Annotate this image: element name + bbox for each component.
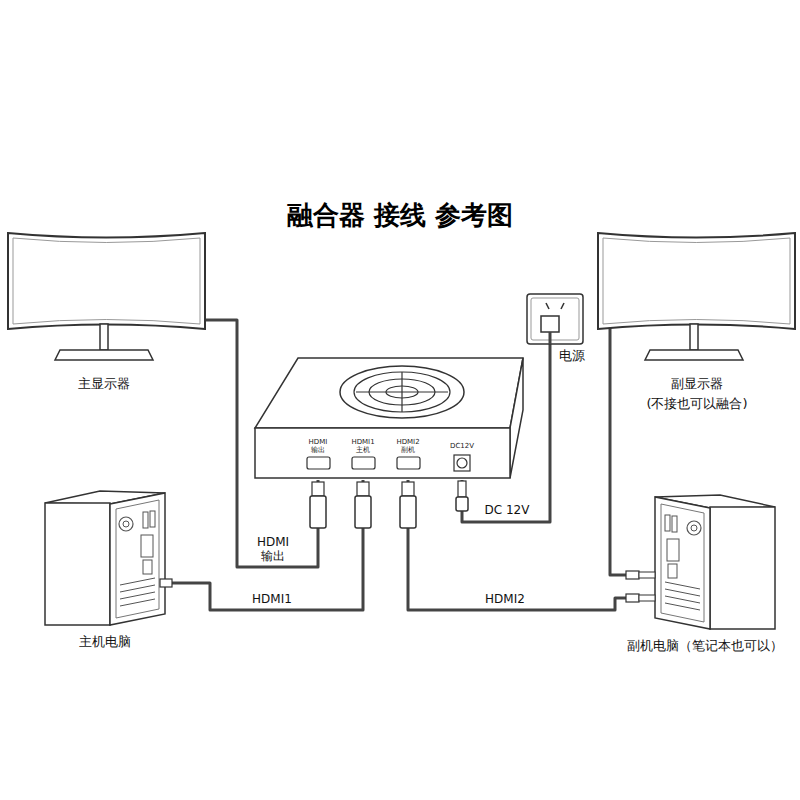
cable-plugs-part bbox=[402, 482, 414, 496]
wall-outlet-part bbox=[549, 332, 552, 344]
cable-label: HDMI2 bbox=[473, 593, 537, 607]
port-label: DC12V bbox=[449, 442, 475, 450]
wall-outlet-part bbox=[541, 316, 559, 332]
device-label: 电源 bbox=[559, 348, 585, 364]
fusion-box-part bbox=[457, 458, 467, 468]
device-label: 主机电脑 bbox=[79, 634, 131, 650]
secondary-pc: 副机电脑（笔记本也可以） bbox=[628, 495, 778, 635]
pc-plugs-part bbox=[626, 571, 639, 579]
fusion-box-part bbox=[401, 372, 402, 412]
cable-line bbox=[597, 320, 628, 575]
wall-outlet bbox=[527, 294, 583, 344]
wall-outlet-part bbox=[561, 303, 564, 309]
cable-label: HDMI 输出 bbox=[251, 536, 295, 564]
wall-outlet-part bbox=[546, 303, 549, 309]
secondary-monitor bbox=[598, 233, 795, 360]
fusion-box-part bbox=[340, 366, 464, 418]
cable-plugs-part bbox=[355, 496, 371, 528]
fusion-box-part bbox=[454, 455, 470, 471]
fusion-box-part bbox=[352, 457, 375, 469]
pc-plugs bbox=[160, 571, 655, 602]
cable-plugs-part bbox=[458, 481, 466, 497]
device-label: 主显示器 bbox=[78, 376, 130, 392]
device-label: 副机电脑（笔记本也可以） bbox=[627, 638, 783, 654]
cable bbox=[170, 480, 363, 610]
fusion-box bbox=[255, 358, 523, 478]
cable-plugs-part bbox=[357, 482, 369, 496]
port-label: HDMI 输出 bbox=[305, 438, 331, 454]
cable-line bbox=[170, 480, 363, 610]
secondary-monitor: 副显示器(不接也可以融合) bbox=[597, 228, 797, 363]
main-pc bbox=[45, 491, 165, 625]
pc-plugs-part bbox=[160, 579, 172, 587]
fusion-box-part bbox=[510, 358, 523, 478]
fusion-box-part bbox=[255, 428, 510, 478]
fusion-box-part bbox=[307, 457, 330, 469]
cable-plugs bbox=[310, 481, 468, 528]
diagram-title: 融合器 接线 参考图 bbox=[287, 198, 513, 233]
cable-label: DC 12V bbox=[475, 504, 539, 518]
pc-plugs-part bbox=[639, 595, 655, 601]
cable bbox=[597, 320, 628, 575]
fusion-box-part bbox=[397, 457, 420, 469]
cable-plugs-part bbox=[456, 497, 468, 511]
cable-plugs-part bbox=[310, 496, 326, 528]
cable bbox=[408, 480, 628, 610]
cable-plugs-part bbox=[312, 482, 324, 496]
wall-outlet: 电源 bbox=[525, 292, 585, 344]
device-label: 副显示器 bbox=[671, 376, 723, 392]
wall-outlet-part bbox=[531, 298, 579, 340]
fusion-box: HDMI 输出 HDMI1 主机 HDMI2 副机 DC12V bbox=[255, 356, 523, 480]
main-pc: 主机电脑 bbox=[45, 490, 170, 628]
cable-line bbox=[408, 480, 628, 610]
fusion-box-part bbox=[354, 372, 450, 412]
cable-plugs-part bbox=[400, 496, 416, 528]
pc-plugs-part bbox=[626, 594, 639, 602]
port-label: HDMI2 副机 bbox=[395, 438, 421, 454]
fusion-box-part bbox=[255, 358, 523, 428]
pc-plugs-part bbox=[639, 572, 655, 578]
cable-label: HDMI1 bbox=[240, 593, 304, 607]
secondary-pc bbox=[655, 495, 775, 629]
main-monitor bbox=[8, 233, 205, 360]
device-label: (不接也可以融合) bbox=[646, 396, 747, 412]
wall-outlet-part bbox=[527, 294, 583, 344]
port-label: HDMI1 主机 bbox=[350, 438, 376, 454]
main-monitor: 主显示器 bbox=[5, 228, 205, 363]
